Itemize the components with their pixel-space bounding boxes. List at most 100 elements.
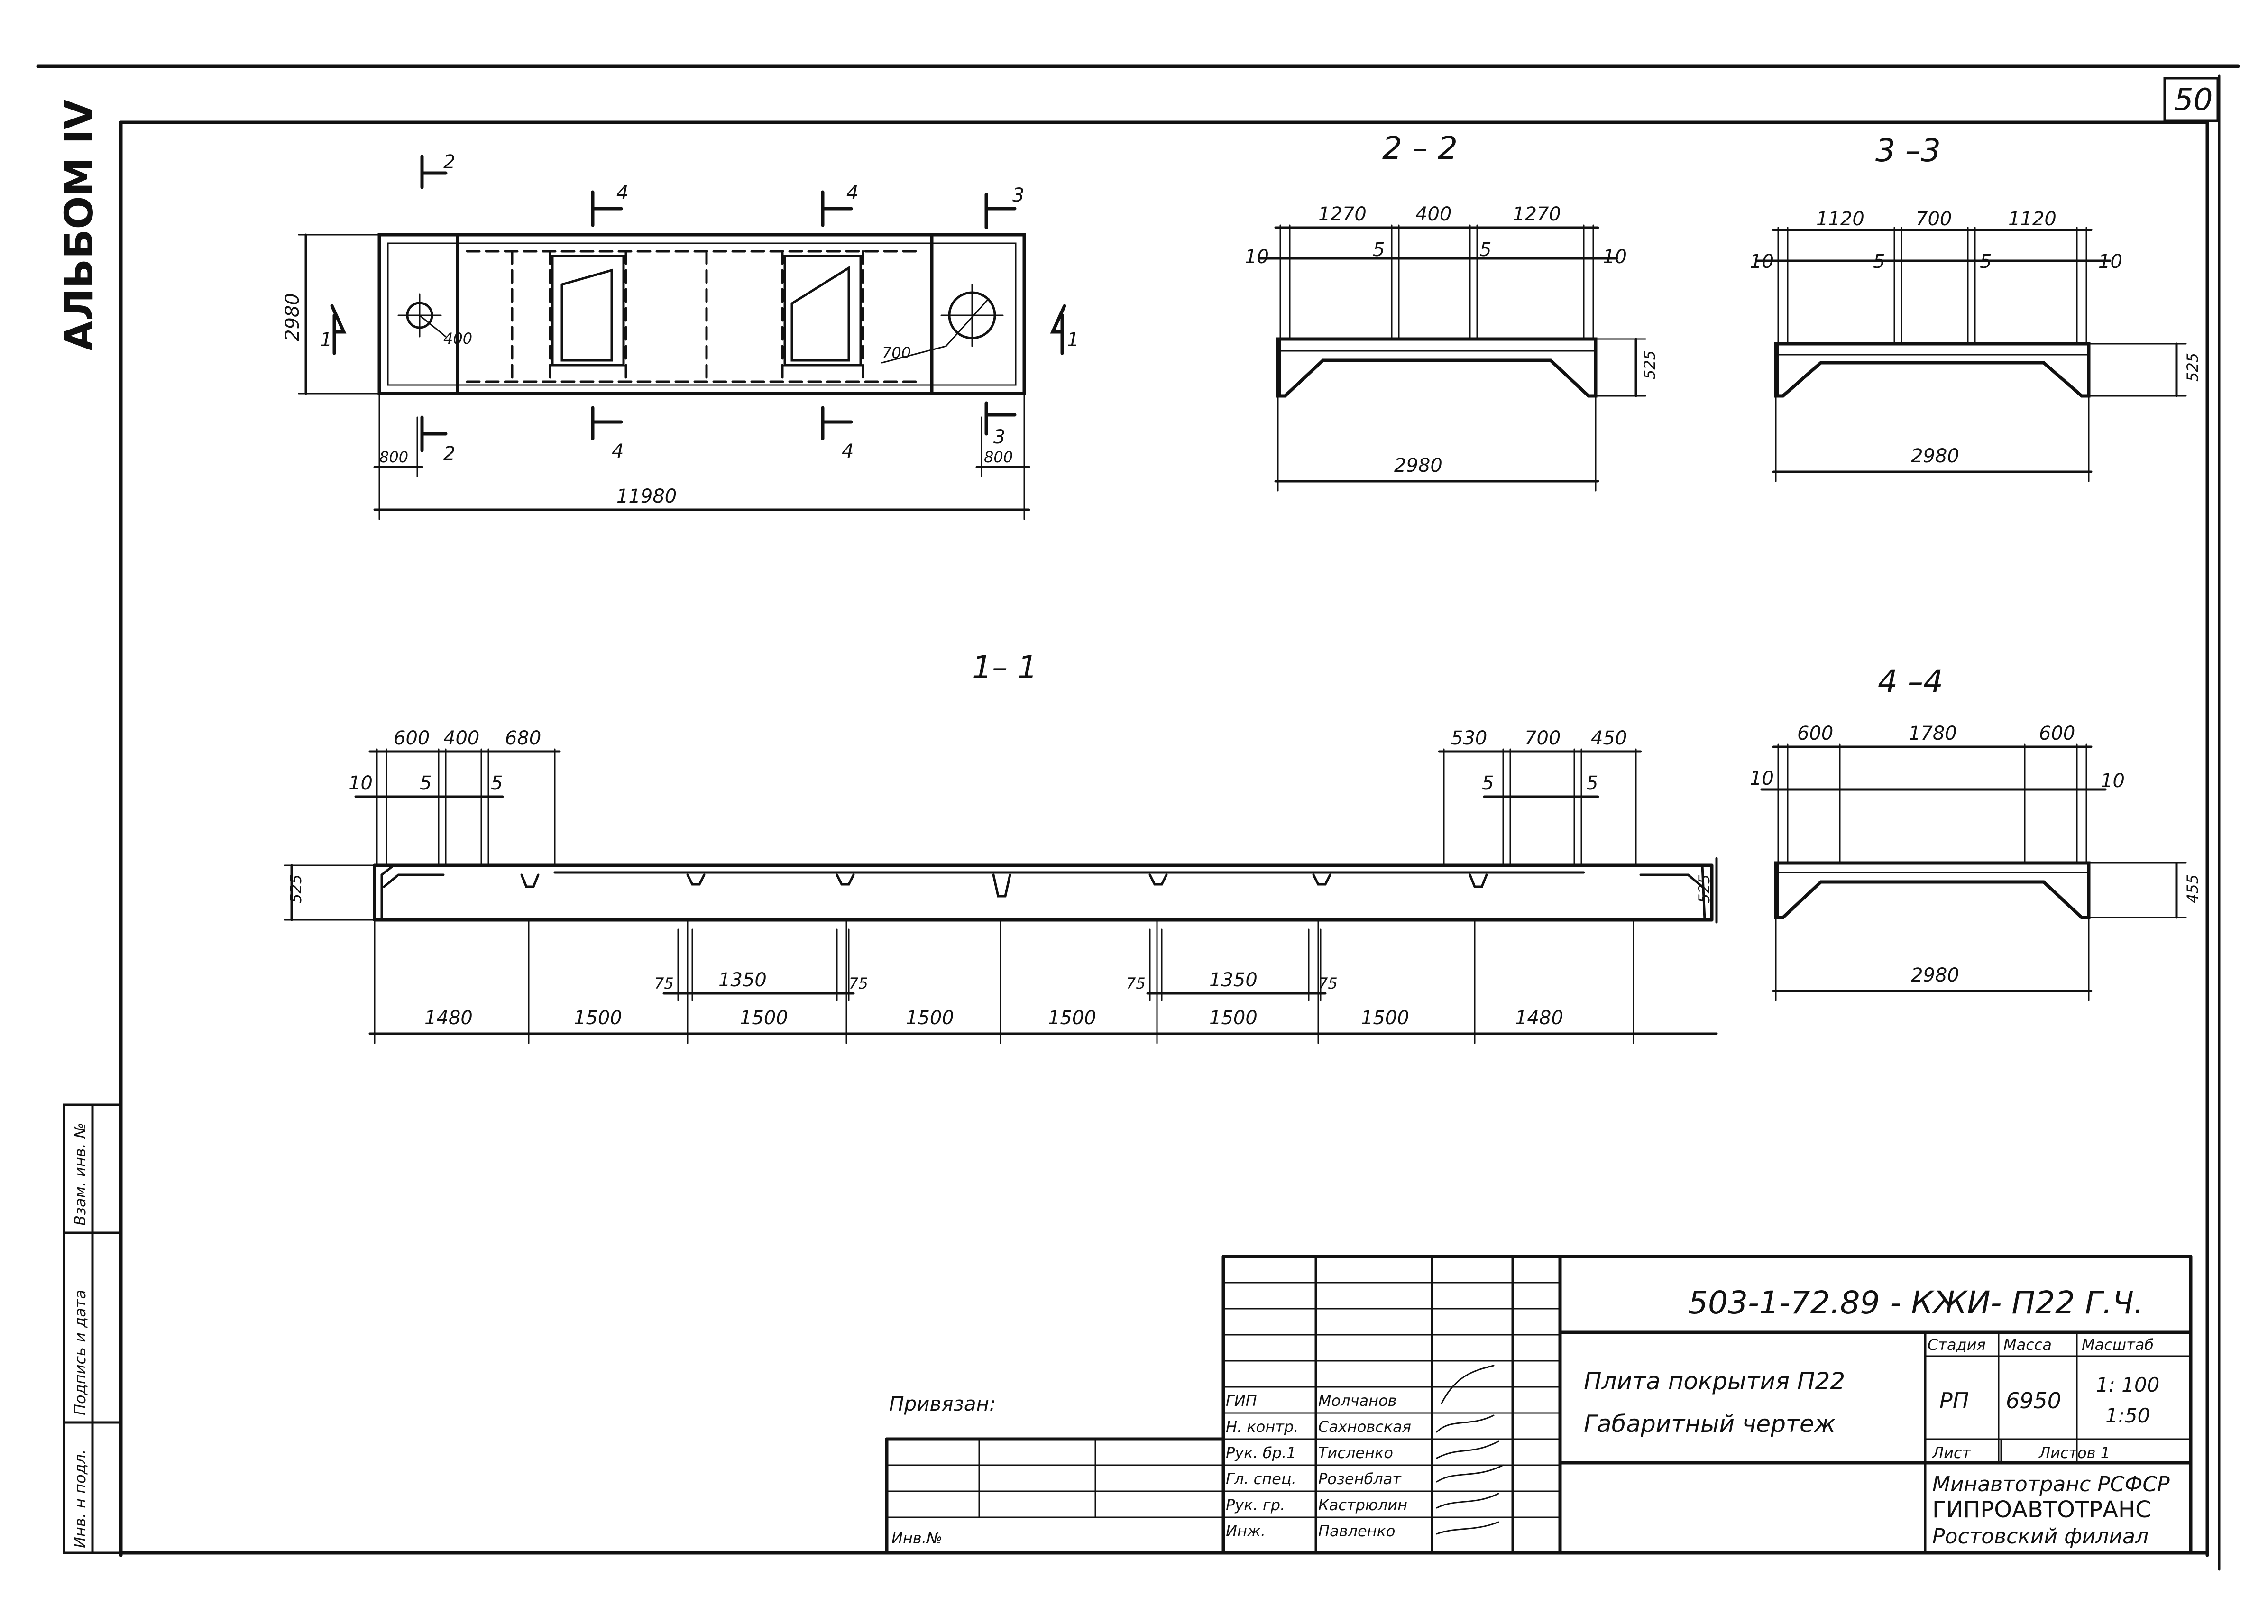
stage-label: Стадия — [1928, 1336, 1986, 1354]
s22-height: 525 — [1641, 350, 1659, 379]
cut-mark-3-top: 3 — [1012, 184, 1024, 206]
s33-dim-1: 1120 — [1816, 208, 1864, 230]
s11-bottom-dim-8: 1480 — [1515, 1007, 1563, 1029]
s22-dim-1: 1270 — [1318, 203, 1367, 225]
s22-gap-4: 10 — [1603, 246, 1627, 268]
cut-mark-2-bottom: 2 — [443, 443, 455, 465]
name-1: Молчанов — [1318, 1392, 1397, 1410]
s33-dim-3: 1120 — [2008, 208, 2057, 230]
margin-replace-label: Взам. инв. № — [71, 1123, 89, 1226]
s22-gap-3: 5 — [1479, 239, 1491, 261]
s33-gap-1: 10 — [1750, 251, 1774, 273]
s11-gap-left-2: 5 — [420, 772, 432, 794]
s22-dim-2: 400 — [1415, 203, 1451, 225]
margin-stamp — [63, 1103, 122, 1554]
scale-value-1: 1: 100 — [2096, 1373, 2159, 1396]
product-name: Плита покрытия П22 — [1584, 1367, 1845, 1395]
inventory-label: Инв.№ — [891, 1529, 942, 1547]
s11-right-dim-2: 700 — [1524, 727, 1561, 749]
drawing-type: Габаритный чертеж — [1584, 1410, 1836, 1438]
s44-gap-1: 10 — [1750, 768, 1774, 789]
cut-mark-4-c: 4 — [612, 440, 624, 462]
s11-gap-right-1: 5 — [1482, 772, 1494, 794]
s22-width: 2980 — [1394, 455, 1442, 477]
cut-mark-4-b: 4 — [846, 182, 858, 204]
s11-height-right: 525 — [1695, 874, 1713, 903]
mass-label: Масса — [2003, 1336, 2052, 1354]
section-4-4-title: 4 –4 — [1878, 663, 1943, 700]
org-line-2: ГИПРОАВТОТРАНС — [1932, 1496, 2151, 1523]
name-6: Павленко — [1318, 1522, 1396, 1540]
album-label: АЛЬБОМ IV — [57, 99, 102, 351]
plan-end-right-dim: 800 — [984, 448, 1013, 466]
s44-width: 2980 — [1911, 964, 1959, 986]
s33-width: 2980 — [1911, 445, 1959, 467]
section-1-1-title: 1– 1 — [972, 649, 1038, 686]
s44-dim-1: 600 — [1797, 723, 1833, 744]
section-2-2 — [1258, 224, 1646, 492]
s33-gap-4: 10 — [2098, 251, 2122, 273]
scale-label: Масштаб — [2082, 1336, 2154, 1354]
sheet-frame — [36, 64, 2240, 1571]
section-4-4 — [1760, 743, 2187, 1001]
s11-inner-dim-6: 75 — [1318, 974, 1338, 992]
s11-left-dim-3: 680 — [505, 727, 541, 749]
s11-bottom-dim-6: 1500 — [1209, 1007, 1258, 1029]
name-5: Кастрюлин — [1318, 1496, 1407, 1514]
name-4: Розенблат — [1318, 1470, 1402, 1488]
sheet-label: Лист — [1932, 1444, 1971, 1462]
s11-height-left: 525 — [287, 874, 305, 903]
s33-gap-2: 5 — [1873, 251, 1885, 273]
s11-gap-left-3: 5 — [491, 772, 503, 794]
margin-inv-label: Инв. н подл. — [71, 1450, 89, 1548]
s11-inner-dim-3: 75 — [849, 974, 868, 992]
plan-length-dim: 11980 — [616, 486, 677, 507]
s44-dim-2: 1780 — [1909, 723, 1957, 744]
cut-mark-1-right: 1 — [1067, 329, 1079, 351]
role-team-lead: Рук. бр.1 — [1226, 1444, 1296, 1462]
plan-hole-left-dim: 400 — [443, 330, 472, 348]
section-3-3 — [1755, 227, 2187, 482]
cut-mark-2-top: 2 — [443, 151, 455, 173]
s11-inner-dim-1: 75 — [654, 974, 674, 992]
s33-dim-2: 700 — [1916, 208, 1952, 230]
s33-height: 525 — [2184, 353, 2202, 382]
s11-bottom-dim-2: 1500 — [574, 1007, 622, 1029]
role-engineer: Инж. — [1226, 1522, 1266, 1540]
cut-mark-1-left: 1 — [320, 329, 332, 351]
s11-right-dim-3: 450 — [1591, 727, 1627, 749]
s11-left-dim-1: 600 — [394, 727, 430, 749]
role-norm-control: Н. контр. — [1226, 1418, 1298, 1436]
s11-bottom-dim-4: 1500 — [906, 1007, 954, 1029]
name-3: Тисленко — [1318, 1444, 1393, 1462]
s11-bottom-dim-7: 1500 — [1361, 1007, 1409, 1029]
role-chief-specialist: Гл. спец. — [1226, 1470, 1296, 1488]
plan-view — [298, 155, 1066, 520]
mass-value: 6950 — [2006, 1388, 2061, 1413]
s22-gap-2: 5 — [1373, 239, 1385, 261]
s11-inner-dim-2: 1350 — [718, 969, 767, 991]
s11-inner-dim-4: 75 — [1126, 974, 1146, 992]
stage-value: РП — [1939, 1388, 1969, 1413]
s11-gap-right-2: 5 — [1586, 772, 1598, 794]
s11-bottom-dim-1: 1480 — [424, 1007, 473, 1029]
s44-height: 455 — [2184, 874, 2202, 903]
plan-hole-right-dim: 700 — [882, 344, 911, 362]
s11-inner-dim-5: 1350 — [1209, 969, 1258, 991]
plan-width-dim: 2980 — [282, 293, 303, 341]
page-number: 50 — [2174, 83, 2213, 118]
role-group-lead: Рук. гр. — [1226, 1496, 1285, 1514]
org-line-3: Ростовский филиал — [1932, 1524, 2149, 1549]
s11-bottom-dim-3: 1500 — [740, 1007, 788, 1029]
section-3-3-title: 3 –3 — [1875, 132, 1941, 169]
s22-gap-1: 10 — [1245, 246, 1269, 268]
s11-right-dim-1: 530 — [1451, 727, 1487, 749]
sheets-label: Листов 1 — [2038, 1444, 2110, 1462]
s44-dim-3: 600 — [2039, 723, 2075, 744]
cut-mark-4-a: 4 — [616, 182, 628, 204]
title-block — [885, 1255, 2193, 1555]
section-1-1 — [284, 748, 1718, 1044]
s44-gap-2: 10 — [2101, 770, 2125, 792]
role-gip: ГИП — [1226, 1392, 1257, 1410]
